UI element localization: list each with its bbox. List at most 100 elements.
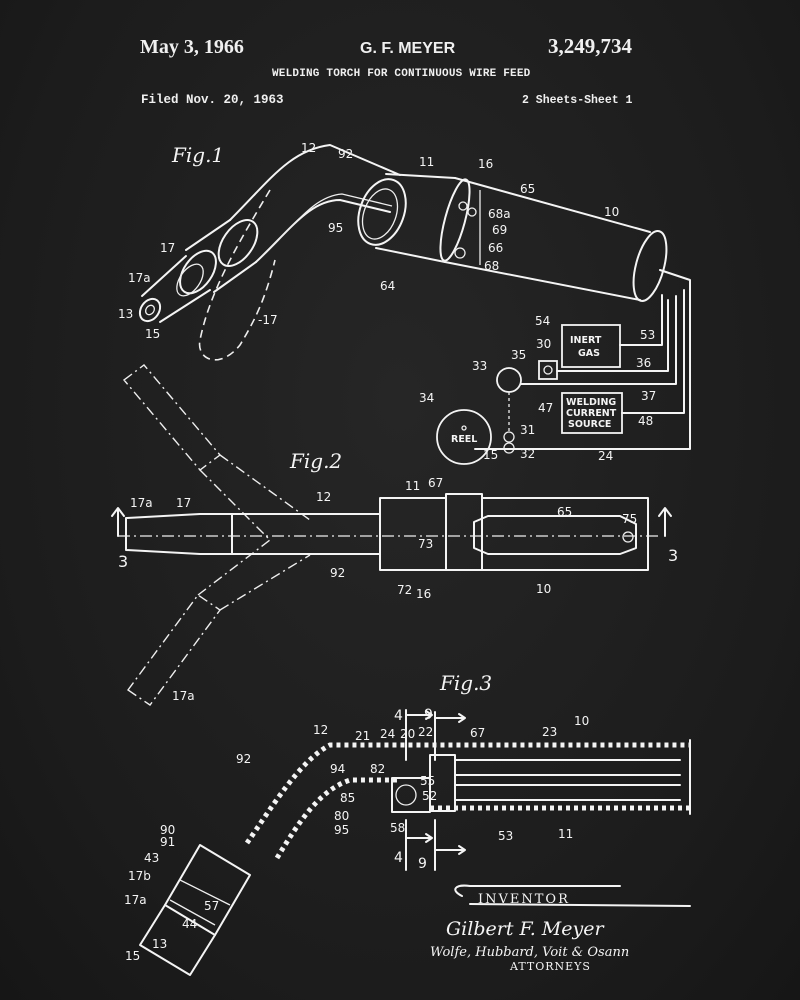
inventor-heading: INVENTOR bbox=[478, 892, 570, 907]
reel-circle bbox=[436, 409, 492, 465]
reference-numeral: 17a bbox=[172, 689, 195, 703]
reference-numeral: -17 bbox=[258, 313, 278, 327]
reference-numeral: 17b bbox=[128, 869, 151, 883]
reference-numeral: 15 bbox=[483, 448, 498, 462]
reference-numeral: 4 bbox=[394, 850, 403, 866]
inventor-name-header: G. F. MEYER bbox=[360, 40, 456, 57]
attorneys-label: ATTORNEYS bbox=[509, 960, 591, 973]
attorneys-signature: Wolfe, Hubbard, Voit & Osann bbox=[430, 945, 629, 960]
reference-numeral: 10 bbox=[604, 205, 619, 219]
reference-numeral: 24 bbox=[380, 727, 395, 741]
reference-numeral: 17a bbox=[130, 496, 153, 510]
reference-numeral: 68a bbox=[488, 207, 511, 221]
reference-numeral: 12 bbox=[316, 490, 331, 504]
fig2-body-11 bbox=[379, 497, 447, 571]
reference-numeral: 35 bbox=[511, 348, 526, 362]
fig1-nozzle-tip bbox=[138, 297, 162, 323]
reference-numeral: 72 bbox=[397, 583, 412, 597]
fig2-handle-10 bbox=[481, 497, 649, 571]
fig2-label: Fig.2 bbox=[289, 449, 342, 473]
sheet-count: 2 Sheets-Sheet 1 bbox=[522, 94, 633, 107]
reference-numeral: 47 bbox=[538, 401, 553, 415]
reference-numeral: 69 bbox=[492, 223, 507, 237]
reference-numeral: 10 bbox=[536, 582, 551, 596]
reference-numeral: 90 bbox=[160, 823, 175, 837]
reference-numeral: 65 bbox=[520, 182, 535, 196]
drive-roller-33 bbox=[496, 367, 522, 393]
reference-numeral: 33 bbox=[472, 359, 487, 373]
reference-numeral: CURRENT bbox=[566, 408, 617, 419]
reference-numeral: 92 bbox=[236, 752, 251, 766]
reference-numeral: 17a bbox=[124, 893, 147, 907]
fig2-nozzle bbox=[125, 513, 233, 555]
reference-numeral: 9 bbox=[424, 707, 433, 723]
fig1-refs: 12 92 11 16 65 10 68a 69 66 68 95 64 17 … bbox=[118, 141, 619, 341]
figure-3: Fig.3 4 9 12 21 24 20 22 67 23 10 92 9 bbox=[124, 671, 691, 976]
inventor-signature: Gilbert F. Meyer bbox=[446, 918, 605, 940]
reference-numeral: 80 bbox=[334, 809, 349, 823]
reference-numeral: 73 bbox=[418, 537, 433, 551]
reference-numeral: 15 bbox=[125, 949, 140, 963]
fig2-refs: 17a 17 12 11 67 65 75 73 3 3 92 72 16 10… bbox=[118, 476, 678, 703]
reference-numeral: GAS bbox=[578, 348, 600, 359]
inert-gas-box bbox=[561, 324, 621, 368]
reference-numeral: 92 bbox=[338, 147, 353, 161]
reference-numeral: 68 bbox=[484, 259, 499, 273]
reference-numeral: 53 bbox=[498, 829, 513, 843]
patent-date: May 3, 1966 bbox=[140, 36, 244, 58]
reference-numeral: REEL bbox=[451, 434, 477, 445]
reference-numeral: 10 bbox=[574, 714, 589, 728]
reference-numeral: 11 bbox=[419, 155, 434, 169]
schematic: INERT GAS WELDING CURRENT SOURCE REEL 54… bbox=[419, 269, 691, 465]
reference-numeral: 43 bbox=[144, 851, 159, 865]
figure-1: Fig.1 12 92 11 16 65 bbox=[118, 141, 668, 361]
reference-numeral: 3 bbox=[668, 546, 678, 565]
fig2-alt-up bbox=[122, 364, 222, 471]
fig1-handle bbox=[444, 177, 651, 301]
valve-30 bbox=[538, 360, 558, 380]
fig3-refs: 4 9 12 21 24 20 22 67 23 10 92 94 82 55 … bbox=[124, 707, 589, 963]
reference-numeral: 55 bbox=[420, 774, 435, 788]
reference-numeral: 20 bbox=[400, 727, 415, 741]
reference-numeral: 85 bbox=[340, 791, 355, 805]
reference-numeral: 15 bbox=[145, 327, 160, 341]
reference-numeral: WELDING bbox=[566, 397, 616, 408]
reference-numeral: 67 bbox=[428, 476, 443, 490]
reference-numeral: 22 bbox=[418, 725, 433, 739]
fig3-outer-wall bbox=[244, 742, 690, 845]
patent-title: WELDING TORCH FOR CONTINUOUS WIRE FEED bbox=[272, 68, 531, 80]
reference-numeral: 23 bbox=[542, 725, 557, 739]
reference-numeral: 34 bbox=[419, 391, 434, 405]
reference-numeral: 75 bbox=[622, 512, 637, 526]
reference-numeral: 94 bbox=[330, 762, 345, 776]
reference-numeral: 37 bbox=[641, 389, 656, 403]
reference-numeral: 67 bbox=[470, 726, 485, 740]
reference-numeral: 16 bbox=[416, 587, 431, 601]
reference-numeral: 52 bbox=[422, 789, 437, 803]
reference-numeral: 11 bbox=[558, 827, 573, 841]
reference-numeral: 82 bbox=[370, 762, 385, 776]
reference-numeral: 17a bbox=[128, 271, 151, 285]
reference-numeral: 31 bbox=[520, 423, 535, 437]
reference-numeral: 36 bbox=[636, 356, 651, 370]
reference-numeral: 92 bbox=[330, 566, 345, 580]
fig1-cylinder-11 bbox=[357, 178, 407, 246]
reference-numeral: 48 bbox=[638, 414, 653, 428]
reference-numeral: 54 bbox=[535, 314, 550, 328]
reference-numeral: SOURCE bbox=[568, 419, 611, 430]
reference-numeral: 66 bbox=[488, 241, 503, 255]
reference-numeral: 13 bbox=[118, 307, 133, 321]
reference-numeral: 16 bbox=[478, 157, 493, 171]
reference-numeral: 53 bbox=[640, 328, 655, 342]
reference-numeral: 57 bbox=[204, 899, 219, 913]
reference-numeral: INERT bbox=[570, 335, 602, 346]
reference-numeral: 9 bbox=[418, 856, 427, 872]
reference-numeral: 91 bbox=[160, 835, 175, 849]
filed-date: Filed Nov. 20, 1963 bbox=[141, 93, 284, 107]
reference-numeral: 32 bbox=[520, 447, 535, 461]
reference-numeral: 17 bbox=[160, 241, 175, 255]
reference-numeral: 17 bbox=[176, 496, 191, 510]
reference-numeral: 95 bbox=[334, 823, 349, 837]
fig1-nozzle bbox=[141, 255, 211, 323]
fig3-label: Fig.3 bbox=[439, 671, 492, 695]
